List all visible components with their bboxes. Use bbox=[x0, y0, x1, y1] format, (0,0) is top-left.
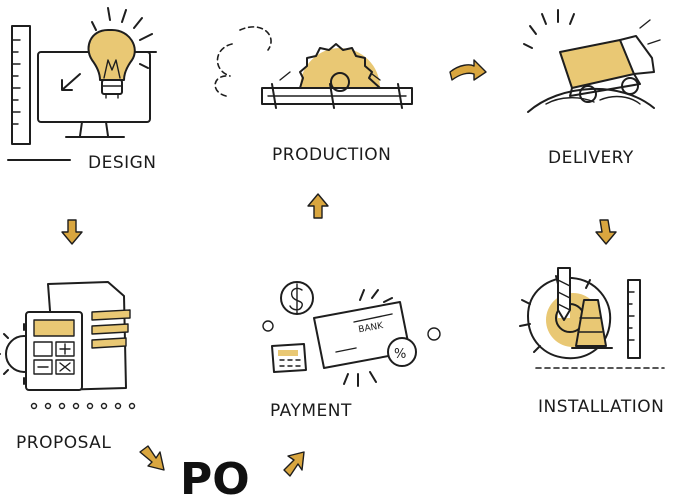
svg-text:BANK: BANK bbox=[358, 321, 385, 335]
delivery-truck-icon bbox=[523, 9, 661, 113]
po-label: PO bbox=[180, 454, 250, 499]
step-label-installation: INSTALLATION bbox=[538, 397, 664, 417]
saw-blade-icon bbox=[214, 26, 413, 109]
svg-text:%: % bbox=[394, 347, 406, 362]
arrow-proposal-to-po-icon bbox=[139, 445, 165, 471]
step-label-proposal: PROPOSAL bbox=[16, 433, 111, 453]
step-label-production: PRODUCTION bbox=[272, 145, 391, 165]
arrow-delivery-to-installation-icon bbox=[595, 219, 617, 245]
step-label-payment: PAYMENT bbox=[270, 401, 352, 421]
installation-gear-icon bbox=[519, 267, 665, 369]
arrow-payment-to-production-icon bbox=[307, 193, 329, 219]
monitor-lightbulb-icon bbox=[7, 7, 157, 161]
arrow-design-to-proposal-icon bbox=[61, 219, 83, 245]
arrow-production-to-delivery-icon bbox=[449, 59, 487, 81]
calculator-document-icon bbox=[0, 281, 136, 410]
step-label-design: DESIGN bbox=[88, 153, 157, 173]
arrow-po-to-payment-icon bbox=[283, 451, 305, 477]
payment-check-icon: BANK % bbox=[262, 281, 441, 387]
step-label-delivery: DELIVERY bbox=[548, 148, 634, 168]
